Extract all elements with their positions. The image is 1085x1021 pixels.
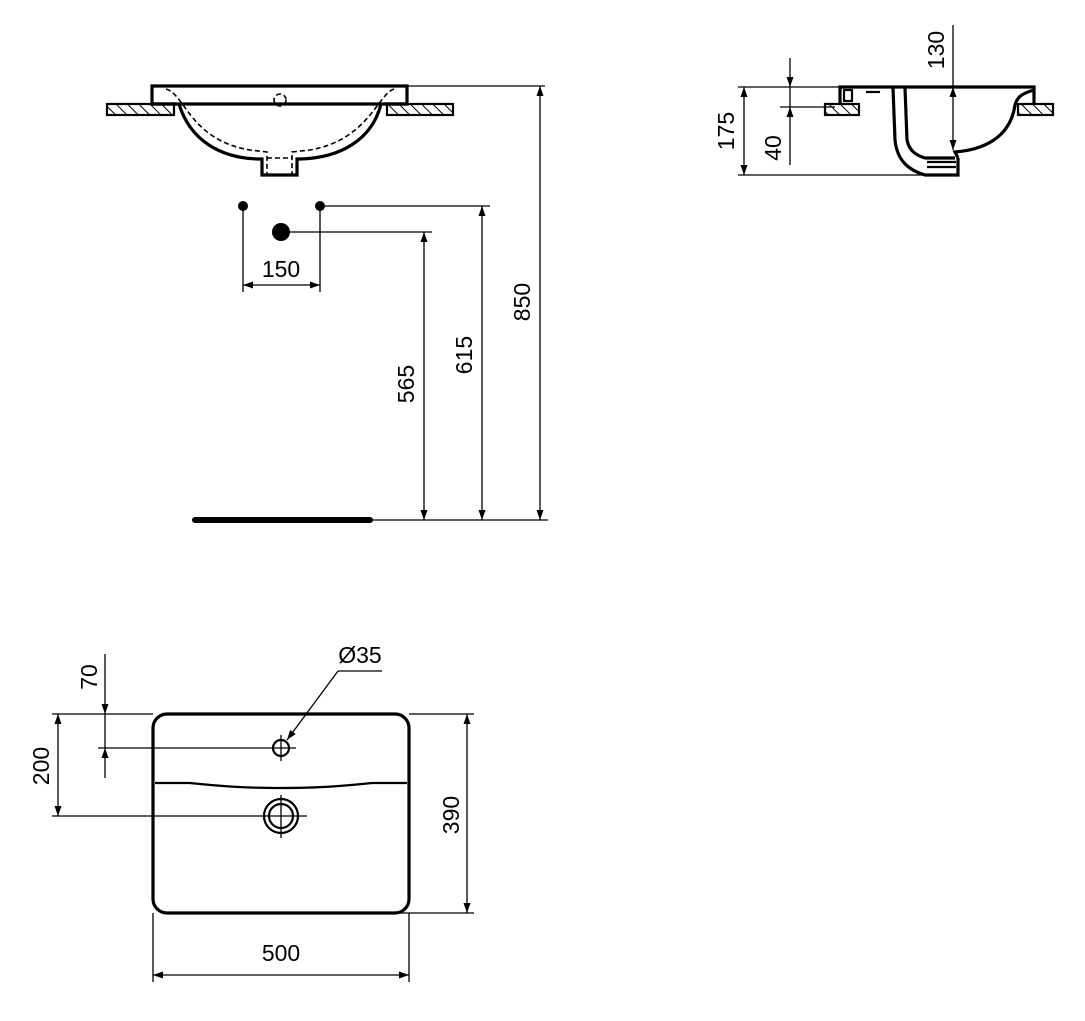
basin-bowl	[177, 103, 383, 177]
basin-section	[838, 85, 1036, 104]
dim-tap-spacing: 150	[262, 256, 300, 282]
dim-tap-hole-offset: 70	[76, 664, 102, 690]
plan-view: 70 200 390 500 Ø35	[28, 642, 474, 982]
dim-supply-height: 615	[451, 336, 477, 374]
dim-total-depth: 175	[713, 112, 739, 150]
dim-width: 500	[262, 940, 300, 966]
dim-rim-height: 850	[509, 283, 535, 321]
front-view: 150 565 615 850	[105, 84, 548, 523]
dim-waste-height: 565	[393, 365, 419, 403]
countertop-left	[105, 102, 176, 117]
dim-bowl-depth: 130	[923, 31, 949, 69]
dim-waste-offset: 200	[28, 747, 54, 785]
basin-rim	[150, 84, 409, 106]
basin-outline	[151, 712, 411, 915]
countertop-right	[1016, 102, 1055, 117]
dim-tap-hole-diameter: Ø35	[338, 642, 381, 668]
countertop-right	[385, 102, 455, 117]
dim-rim-thickness: 40	[760, 135, 786, 161]
dim-depth: 390	[438, 796, 464, 834]
countertop-left	[823, 102, 861, 117]
side-view: 175 40 130	[713, 25, 1055, 177]
